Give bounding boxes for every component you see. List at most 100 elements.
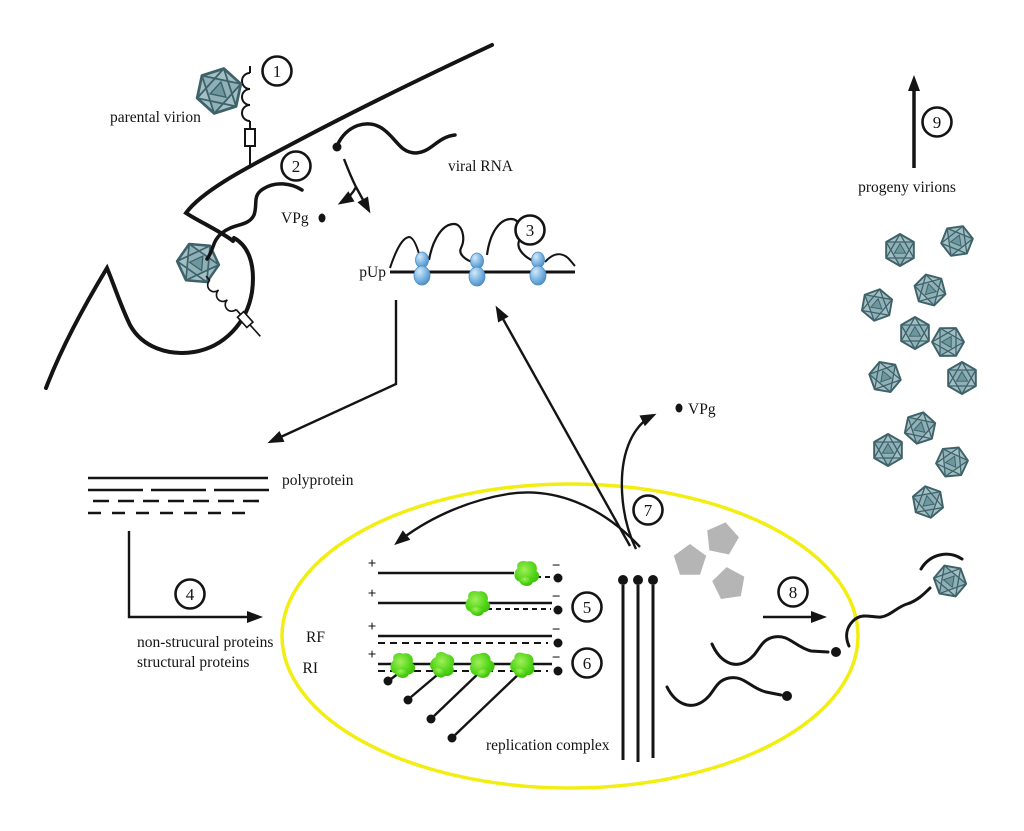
- step-8-number: 8: [789, 583, 798, 602]
- step-2-number: 2: [292, 157, 301, 176]
- replication-recycling: VPg 7: [394, 305, 716, 550]
- strand-end-dot: [648, 575, 658, 585]
- recycle-to-plus-strands-arrow: [394, 491, 641, 548]
- progeny-virion-icon: [885, 233, 915, 267]
- progeny-virion-icon: [911, 270, 949, 310]
- assembling-virion-icon: [927, 558, 973, 604]
- minus-strand-sign: −: [552, 558, 561, 574]
- vpg-removal-arrow: [337, 186, 358, 205]
- ribosome-icon: [413, 251, 431, 286]
- replication-complex-label: replication complex: [486, 737, 610, 754]
- plus-strand-sign: +: [368, 586, 377, 602]
- strand-end-dot: [403, 695, 413, 705]
- step-9-badge: 9: [921, 106, 953, 138]
- polymerase-icon: [465, 591, 491, 616]
- uncoating-rna-strand: [205, 182, 304, 261]
- parental-virion-label: parental virion: [110, 109, 201, 126]
- strand-end-dot: [383, 676, 393, 686]
- plasma-membrane-arc: [183, 43, 494, 243]
- ri-label: RI: [303, 660, 319, 677]
- translation-polysome: pUp 3: [267, 214, 576, 444]
- step-8-badge: 8: [777, 576, 809, 608]
- pentamer-icon: [673, 544, 707, 575]
- endocytic-vesicle-membrane: [44, 236, 255, 390]
- progeny-virion-icon: [900, 316, 930, 350]
- progeny-virions-label: progeny virions: [858, 179, 956, 196]
- cell-receptor: [241, 65, 256, 166]
- nascent-chain-1: [389, 235, 422, 269]
- nascent-strand: [433, 669, 483, 717]
- step-1-number: 1: [273, 62, 282, 81]
- polymerase-icon: [426, 649, 459, 682]
- ribosome-icon: [529, 251, 547, 286]
- capsid-pentamers: [673, 519, 747, 600]
- step-3-badge: 3: [514, 214, 546, 246]
- virus-internalization: 2: [169, 150, 312, 342]
- plus-strand-sign: +: [368, 647, 377, 663]
- vpg-removal-stem: [342, 158, 358, 188]
- rna-to-translation-arrow: [354, 186, 371, 214]
- rna-to-translation-long-arrow: [495, 305, 632, 547]
- viral-rna-label: viral RNA: [448, 158, 514, 175]
- progeny-virion-icon: [927, 320, 969, 364]
- packaging: 8: [763, 552, 973, 648]
- progeny-virion-icon: [947, 361, 977, 395]
- nascent-strand: [454, 669, 524, 736]
- replication-complex-vesicle: [280, 482, 860, 790]
- step-2-badge: 2: [280, 150, 312, 182]
- progeny-virion-icon: [931, 440, 973, 484]
- polymerase-icon: [514, 561, 540, 586]
- pentamer-icon: [703, 519, 742, 556]
- progeny-rna-strands: [665, 635, 841, 707]
- polymerase-icon: [390, 653, 416, 678]
- strand-end-dot: [553, 666, 563, 676]
- progeny-release: 9 progeny virions: [858, 75, 977, 522]
- progeny-virion-icon: [902, 408, 938, 448]
- processing-arrow: [127, 531, 263, 623]
- step-5-number: 5: [583, 598, 592, 617]
- minus-strand-sign: −: [552, 650, 561, 666]
- progeny-virion-cluster: [859, 220, 977, 522]
- template-strand-bundle: [618, 575, 658, 762]
- progeny-rna-strand: [665, 676, 783, 707]
- internalized-virion-icon: [169, 234, 227, 292]
- cell-membrane: [44, 43, 494, 390]
- polymerase-icon: [466, 650, 498, 681]
- progeny-rna-strand: [710, 635, 830, 666]
- step-4-number: 4: [186, 585, 195, 604]
- step-6-number: 6: [583, 654, 592, 673]
- rna-entering-capsid: [845, 586, 932, 648]
- parental-virion-icon: [193, 62, 245, 120]
- progeny-virion-icon: [859, 285, 895, 325]
- strand-end-dot: [618, 575, 628, 585]
- progeny-virion-icon: [865, 356, 905, 398]
- nascent-chain-tail: [544, 253, 576, 267]
- structural-proteins-label: structural proteins: [137, 654, 249, 671]
- step-1-badge: 1: [261, 55, 293, 87]
- strand-end-dot: [447, 733, 457, 743]
- minus-strand-sign: −: [552, 622, 561, 638]
- step-7-number: 7: [644, 501, 653, 520]
- nonstructural-proteins-label: non-strucural proteins: [137, 634, 273, 651]
- vpg-protein-dot: [318, 213, 326, 223]
- strand-end-dot: [553, 638, 563, 648]
- strand-end-dot: [831, 647, 841, 657]
- step-6-badge: 6: [571, 647, 603, 679]
- rf-label: RF: [306, 629, 325, 646]
- step-7-badge: 7: [632, 494, 664, 526]
- vpg-release-arrow: [620, 413, 657, 550]
- vpg-label-2: VPg: [688, 401, 716, 418]
- strand-end-dot: [782, 691, 792, 701]
- rna-wrapping-capsid: [919, 552, 964, 571]
- strand-end-dot: [633, 575, 643, 585]
- step-9-number: 9: [933, 113, 942, 132]
- minus-strand-sign: −: [552, 589, 561, 605]
- replication-strands: + − + − 5 RF + − RI + −: [303, 556, 610, 754]
- progeny-virion-icon: [873, 433, 903, 467]
- progeny-virion-icon: [937, 220, 977, 262]
- strand-end-dot: [426, 714, 436, 724]
- progeny-virion-icon: [910, 482, 946, 522]
- polyprotein-processing: polyprotein 4 non-strucural proteins str…: [88, 472, 354, 671]
